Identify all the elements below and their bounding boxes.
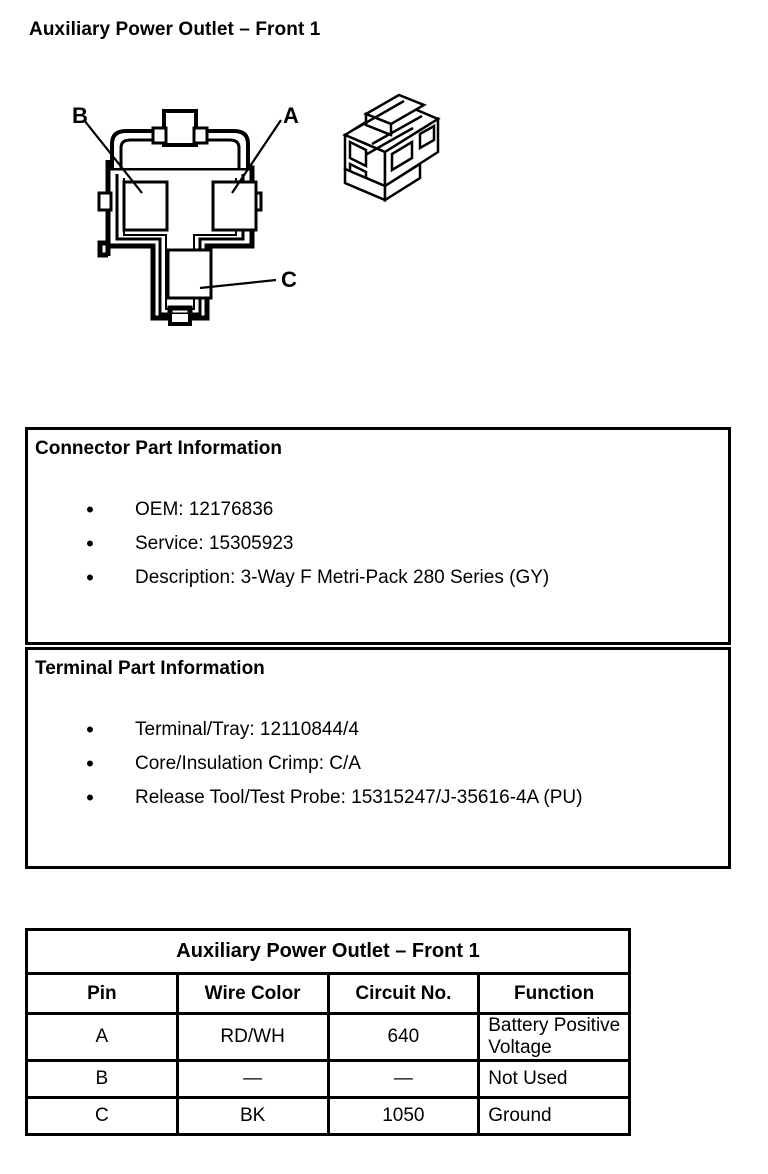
bullet-icon: • [86,565,94,590]
cell-wire-color: RD/WH [175,1012,330,1062]
connector-side-tab-left [97,191,113,212]
isometric-channel-1 [354,99,405,131]
terminal-part-information-list: • Terminal/Tray: 12110844/4 • Core/Insul… [28,713,728,815]
terminal-part-information-box: Terminal Part Information • Terminal/Tra… [25,647,731,869]
cell-wire-color: — [175,1059,330,1099]
cell-function: Ground [477,1096,631,1136]
cell-pin: B [25,1059,179,1099]
isometric-channel-3 [359,126,414,160]
list-item: • Service: 15305923 [28,527,728,561]
page-title: Auxiliary Power Outlet – Front 1 [29,19,321,40]
isometric-cavity-upper [348,139,368,169]
list-item-text: Terminal/Tray: 12110844/4 [135,719,359,740]
list-item: • Release Tool/Test Probe: 15315247/J-35… [28,781,728,815]
cell-circuit-no: 640 [326,1012,481,1062]
leader-line-a [231,119,282,194]
list-item: • Core/Insulation Crimp: C/A [28,747,728,781]
diagram-label-b: B [72,103,88,128]
bullet-icon: • [86,531,94,556]
pin-cavity-c [166,248,213,300]
connector-top-latch-tab [162,109,198,147]
bullet-icon: • [86,785,94,810]
list-item: • Terminal/Tray: 12110844/4 [28,713,728,747]
list-item: • OEM: 12176836 [28,493,728,527]
connector-inner-upper-wall-2 [123,178,237,310]
terminal-part-information-title: Terminal Part Information [35,658,265,679]
pin-out-table: Auxiliary Power Outlet – Front 1 Pin Wir… [25,928,631,1136]
diagram-leader-lines [83,119,282,290]
connector-diagram: B A C [0,88,768,363]
table-title-row: Auxiliary Power Outlet – Front 1 [25,928,631,975]
column-header-circuit-no: Circuit No. [326,972,481,1015]
list-item-text: Service: 15305923 [135,533,294,554]
cell-wire-color: BK [175,1096,330,1136]
isometric-channel-2 [371,114,423,146]
list-item-text: OEM: 12176836 [135,499,274,520]
leader-line-b [83,119,143,194]
list-item: • Description: 3-Way F Metri-Pack 280 Se… [28,561,728,595]
cell-pin: A [25,1012,179,1062]
table-row: C BK 1050 Ground [25,1096,631,1136]
cell-pin: C [25,1096,179,1136]
connector-latch-tab-left [151,126,168,145]
bullet-icon: • [86,497,94,522]
connector-isometric-view [342,93,441,203]
cell-function: Not Used [477,1059,631,1099]
diagram-label-c: C [281,267,297,292]
pin-table-title: Auxiliary Power Outlet – Front 1 [25,928,631,975]
table-row: A RD/WH 640 Battery Positive Voltage [25,1012,631,1062]
isometric-cavity-side [390,139,414,173]
list-item-text: Description: 3-Way F Metri-Pack 280 Seri… [135,567,550,588]
connector-part-information-box: Connector Part Information • OEM: 121768… [25,427,731,645]
table-header-row: Pin Wire Color Circuit No. Function [25,972,631,1015]
cell-circuit-no: — [326,1059,481,1099]
list-item-text: Core/Insulation Crimp: C/A [135,753,361,774]
column-header-wire-color: Wire Color [175,972,330,1015]
leader-line-c [199,278,277,290]
bullet-icon: • [86,751,94,776]
column-header-pin: Pin [25,972,179,1015]
connector-latch-tab-right [192,126,209,145]
connector-part-information-title: Connector Part Information [35,438,283,459]
cell-circuit-no: 1050 [326,1096,481,1136]
column-header-function: Function [477,972,631,1015]
cell-function: Battery Positive Voltage [477,1012,631,1062]
diagram-label-a: A [283,103,299,128]
connector-face-view [97,109,263,326]
table-row: B — — Not Used [25,1059,631,1099]
pin-cavity-b [122,180,169,232]
list-item-text: Release Tool/Test Probe: 15315247/J-3561… [135,787,583,808]
connector-bottom-notch [168,314,192,326]
connector-diagram-svg: B A C [72,93,441,326]
isometric-end-tab [418,123,436,151]
bullet-icon: • [86,717,94,742]
connector-part-information-list: • OEM: 12176836 • Service: 15305923 • De… [28,493,728,595]
isometric-skirt-side [383,161,422,203]
